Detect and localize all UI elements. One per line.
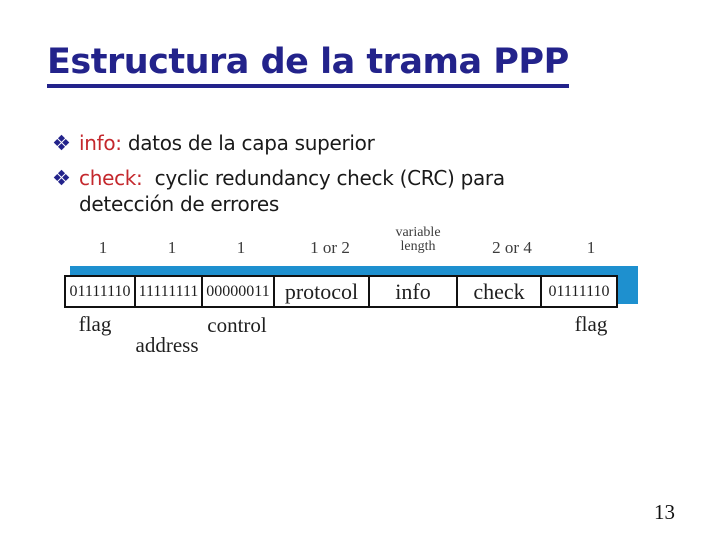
field-check: check	[456, 275, 542, 308]
diamond-bullet-icon	[53, 169, 70, 186]
bullet-item-check: check: cyclic redundancy check (CRC) par…	[53, 165, 666, 217]
label-flag-start: flag	[78, 312, 112, 336]
slide-title: Estructura de la trama PPP	[47, 42, 569, 88]
size-label-protocol: 1 or 2	[310, 238, 350, 257]
label-address: address	[135, 333, 199, 357]
bullet-list: info: datos de la capa superior check: c…	[53, 130, 666, 226]
field-flag-end: 01111110	[540, 275, 618, 308]
label-flag-end: flag	[574, 312, 608, 336]
field-control: 00000011	[201, 275, 275, 308]
field-flag-start: 01111110	[64, 275, 136, 308]
bullet-body-continuation: detección de errores	[79, 192, 280, 216]
size-label-control: 1	[236, 238, 246, 257]
bullet-item-info: info: datos de la capa superior	[53, 130, 666, 156]
keyword-info: info:	[79, 131, 122, 155]
frame-highlight-bar	[70, 266, 638, 304]
field-protocol: protocol	[273, 275, 370, 308]
field-info: info	[368, 275, 458, 308]
bullet-body: cyclic redundancy check (CRC) para	[154, 166, 505, 190]
frame-field-row: 01111110 11111111 00000011 protocol info…	[64, 275, 618, 308]
page-number: 13	[654, 500, 675, 524]
size-label-check: 2 or 4	[492, 238, 532, 257]
size-label-flag: 1	[98, 238, 108, 257]
size-label-address: 1	[167, 238, 177, 257]
bullet-text: check: cyclic redundancy check (CRC) par…	[79, 165, 505, 217]
bullet-text: info: datos de la capa superior	[79, 130, 375, 156]
diamond-bullet-icon	[53, 134, 70, 151]
keyword-check: check:	[79, 166, 143, 190]
field-address: 11111111	[134, 275, 203, 308]
bullet-body: datos de la capa superior	[127, 131, 375, 155]
size-label-flag-end: 1	[586, 238, 596, 257]
label-control: control	[207, 313, 267, 337]
